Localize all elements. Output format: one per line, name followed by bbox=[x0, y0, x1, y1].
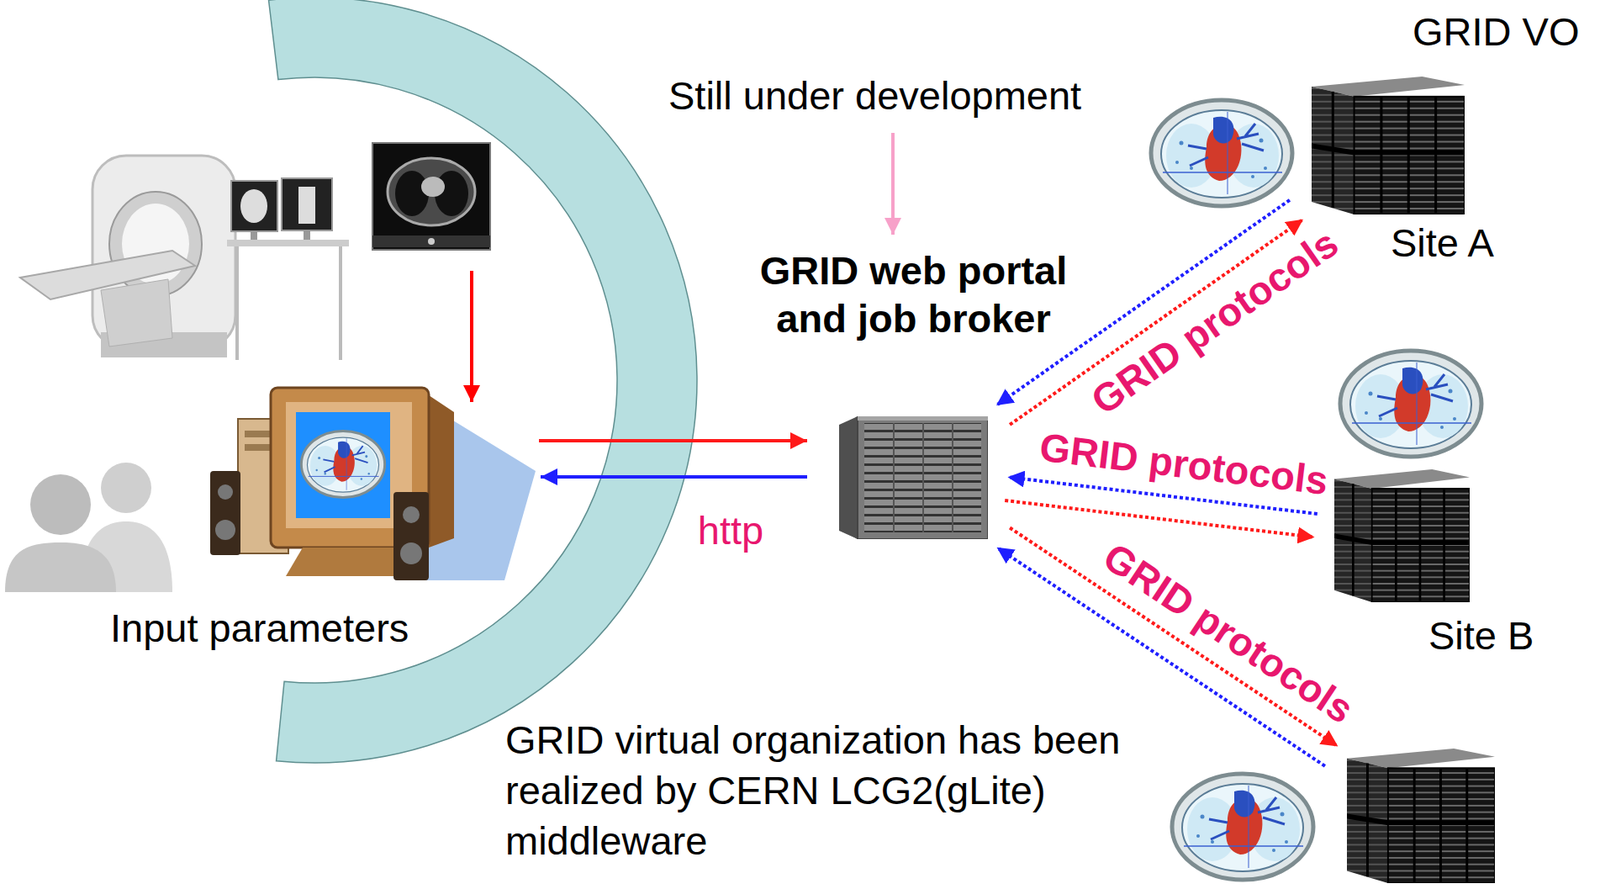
lung-image bbox=[1340, 350, 1482, 457]
arrow bbox=[538, 438, 808, 443]
rack-icon bbox=[1346, 748, 1495, 883]
workstation: Input parameters bbox=[209, 387, 536, 587]
site-server: Site B bbox=[1334, 469, 1470, 602]
ct-scanner bbox=[20, 155, 349, 360]
region-title: GRID VO bbox=[1412, 8, 1579, 56]
dotted-arrow bbox=[1009, 527, 1338, 746]
edge-label: GRID protocols bbox=[1094, 533, 1363, 734]
portal-server-icon bbox=[839, 416, 988, 539]
node-label: Site B bbox=[1428, 612, 1534, 660]
users-icon bbox=[5, 462, 173, 592]
pointer-arrow bbox=[891, 132, 895, 235]
node-label: GRID web portal and job broker bbox=[754, 247, 1074, 343]
status-note: Still under development bbox=[668, 72, 1082, 120]
dotted-arrow bbox=[1004, 500, 1315, 538]
site-server: Site A bbox=[1311, 76, 1465, 215]
ct-slice bbox=[372, 142, 491, 250]
edge-label: GRID protocols bbox=[1036, 422, 1331, 505]
arrow bbox=[540, 475, 808, 479]
edge-label: http bbox=[697, 506, 764, 555]
scan-arrow bbox=[469, 270, 474, 402]
edge-label: GRID protocols bbox=[1082, 219, 1347, 425]
node-label: Site A bbox=[1390, 219, 1495, 267]
portal-server: GRID web portal and job broker bbox=[839, 416, 988, 539]
rack-icon bbox=[1334, 469, 1470, 602]
lung-image bbox=[1151, 100, 1293, 206]
note: GRID virtual organization has been reali… bbox=[505, 714, 1145, 867]
node-label: Input parameters bbox=[110, 604, 409, 652]
site-server bbox=[1346, 748, 1495, 883]
lung-image bbox=[1172, 773, 1314, 880]
workstation-art bbox=[210, 387, 536, 581]
rack-icon bbox=[1311, 76, 1465, 215]
